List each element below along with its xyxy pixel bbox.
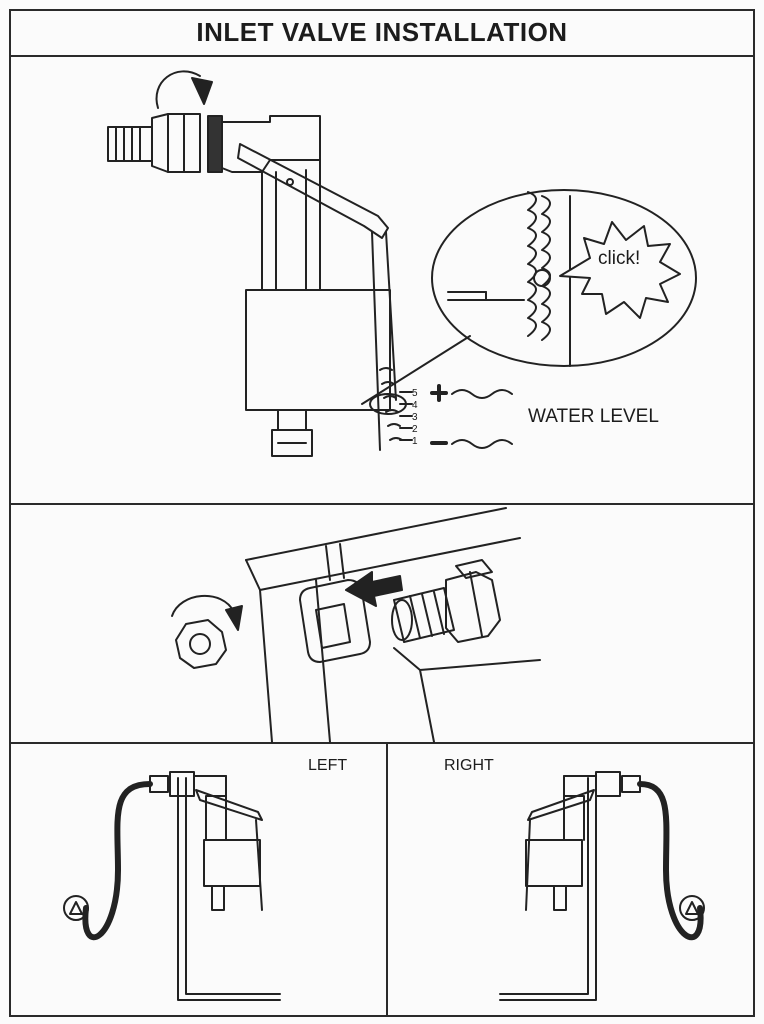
- scale-mark-2: 2: [412, 424, 418, 435]
- water-level-label: WATER LEVEL: [528, 406, 659, 427]
- outer-frame: [9, 9, 755, 1017]
- valve-assembly: [107, 70, 403, 457]
- level-scale: [369, 384, 513, 449]
- left-right-divider: [386, 742, 388, 1017]
- page-title: INLET VALVE INSTALLATION: [196, 16, 568, 47]
- title-divider: [9, 55, 755, 57]
- scale-mark-5: 5: [412, 388, 418, 399]
- left-installation: [63, 771, 281, 1001]
- tank-mounting: [171, 507, 541, 743]
- panel-divider-1: [9, 503, 755, 505]
- click-callout-text: click!: [598, 248, 640, 269]
- right-label: RIGHT: [444, 757, 494, 774]
- right-installation: [499, 771, 705, 1001]
- left-label: LEFT: [308, 757, 347, 774]
- panel-divider-2: [9, 742, 755, 744]
- scale-mark-3: 3: [412, 412, 418, 423]
- scale-mark-1: 1: [412, 436, 418, 447]
- scale-mark-4: 4: [412, 400, 418, 411]
- zoom-callout: [361, 189, 697, 405]
